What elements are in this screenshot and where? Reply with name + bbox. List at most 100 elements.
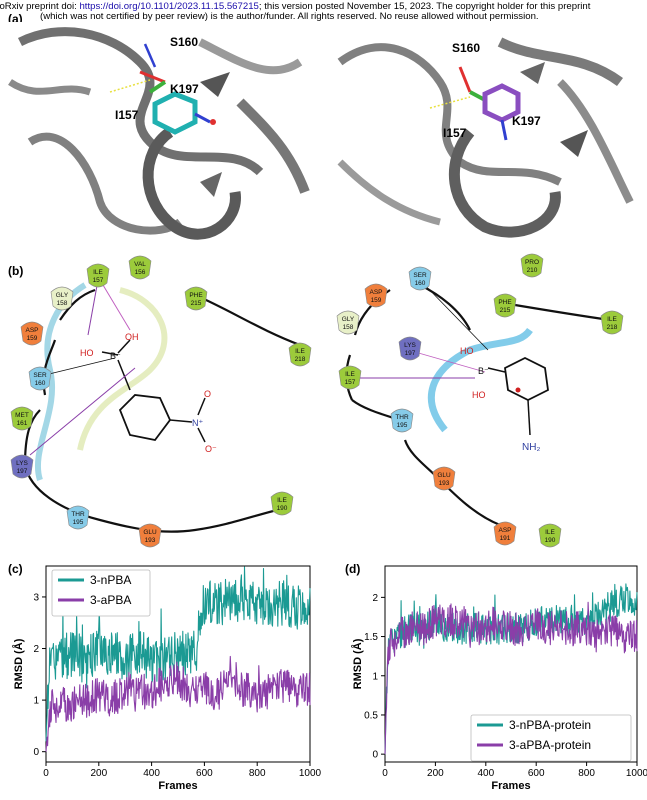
- residue-number: 218: [295, 356, 306, 363]
- residue-disc: [493, 293, 517, 318]
- residue-number: 160: [35, 380, 46, 387]
- residue-disc: [184, 286, 208, 311]
- residue-disc: [270, 491, 294, 516]
- residue-disc: [600, 310, 624, 335]
- residue-disc: [138, 523, 162, 548]
- residue-name: ILE: [93, 269, 103, 276]
- x-axis-label: Frames: [491, 780, 530, 792]
- residue-disc: [390, 408, 414, 433]
- residue-name: PHE: [189, 292, 203, 299]
- residue-number: 191: [500, 535, 511, 542]
- residue-number: 157: [93, 277, 104, 284]
- residue-name: MET: [15, 412, 29, 419]
- residue-name: ASP: [25, 327, 38, 334]
- residue-disc: [538, 523, 562, 548]
- residue-name: SER: [33, 372, 47, 379]
- legend-label: 3-nPBA-protein: [509, 718, 591, 732]
- x-tick-label: 600: [528, 768, 545, 779]
- y-tick-label: 0: [33, 747, 39, 758]
- residue-number: 190: [545, 537, 556, 544]
- panel-label-d: (d): [345, 562, 361, 576]
- residue-number: 159: [27, 335, 38, 342]
- residue-name: ILE: [345, 371, 355, 378]
- residue-name: LYS: [404, 342, 416, 349]
- x-tick-label: 400: [477, 768, 494, 779]
- label-s160-left: S160: [170, 35, 198, 49]
- residue-disc: [336, 310, 360, 335]
- legend-label: 3-aPBA: [90, 593, 131, 607]
- residues-left: ILE157VAL156GLY158ASP159PHE215ILE218SER1…: [10, 255, 312, 548]
- y-axis-label: RMSD (Å): [12, 638, 25, 689]
- x-tick-label: 0: [43, 768, 49, 779]
- y-tick-label: 1: [372, 671, 378, 682]
- residue-name: GLY: [342, 316, 355, 323]
- doi-link[interactable]: https://doi.org/10.1101/2023.11.15.56721…: [79, 1, 259, 12]
- residue-name: PRO: [525, 259, 539, 266]
- residue-number: 195: [397, 422, 408, 429]
- atom-o2-left: O⁻: [205, 444, 217, 454]
- label-k197-left: K197: [170, 82, 199, 96]
- residue-disc: [520, 253, 544, 278]
- residue-disc: [28, 366, 52, 391]
- residue-name: GLU: [437, 472, 451, 479]
- residue-number: 215: [191, 300, 202, 307]
- structure-left: S160 K197 I157: [8, 22, 313, 240]
- residue-number: 193: [439, 480, 450, 487]
- y-tick-label: 0.5: [364, 710, 378, 721]
- residue-name: SER: [413, 272, 427, 279]
- residue-number: 197: [405, 350, 416, 357]
- x-tick-label: 800: [578, 768, 595, 779]
- residue-number: 158: [343, 324, 354, 331]
- preprint-header: bioRxiv preprint doi: https://doi.org/10…: [0, 0, 647, 24]
- structure-panel-a: S160 K197 I157 S160 K197 I157: [8, 22, 638, 240]
- x-axis-label: Frames: [158, 780, 197, 792]
- residue-number: 156: [135, 269, 146, 276]
- label-i157-left: I157: [115, 108, 139, 122]
- x-tick-label: 400: [143, 768, 160, 779]
- header-prefix: bioRxiv preprint doi:: [0, 1, 80, 12]
- chart-c-series-0: [45, 566, 311, 742]
- interaction-map-panel-b: OH HO B⁻ N⁺ O O⁻ ILE157VAL156GLY158ASP15…: [10, 253, 624, 548]
- residue-disc: [432, 466, 456, 491]
- residue-number: 197: [17, 468, 28, 475]
- residue-number: 157: [345, 379, 356, 386]
- residue-name: LYS: [16, 460, 28, 467]
- header-line-1: bioRxiv preprint doi: https://doi.org/10…: [0, 1, 590, 12]
- atom-oh2-right: HO: [472, 390, 486, 400]
- residue-name: PHE: [498, 299, 512, 306]
- residue-name: VAL: [134, 261, 146, 268]
- chart-c-series-1: [45, 655, 311, 752]
- residue-number: 190: [277, 505, 288, 512]
- atom-nh2-right: NH₂: [522, 442, 540, 453]
- residue-number: 161: [17, 420, 28, 427]
- x-tick-label: 1000: [626, 768, 647, 779]
- y-tick-label: 1.5: [364, 632, 378, 643]
- residue-name: ILE: [295, 348, 305, 355]
- residue-number: 210: [527, 267, 538, 274]
- y-tick-label: 0: [372, 750, 378, 761]
- residue-name: ASP: [498, 527, 511, 534]
- residue-number: 218: [607, 324, 618, 331]
- legend-box: [470, 714, 632, 762]
- atom-oh1-left: OH: [125, 332, 139, 342]
- residue-name: GLU: [143, 529, 157, 536]
- x-tick-label: 200: [427, 768, 444, 779]
- residue-disc: [10, 454, 34, 479]
